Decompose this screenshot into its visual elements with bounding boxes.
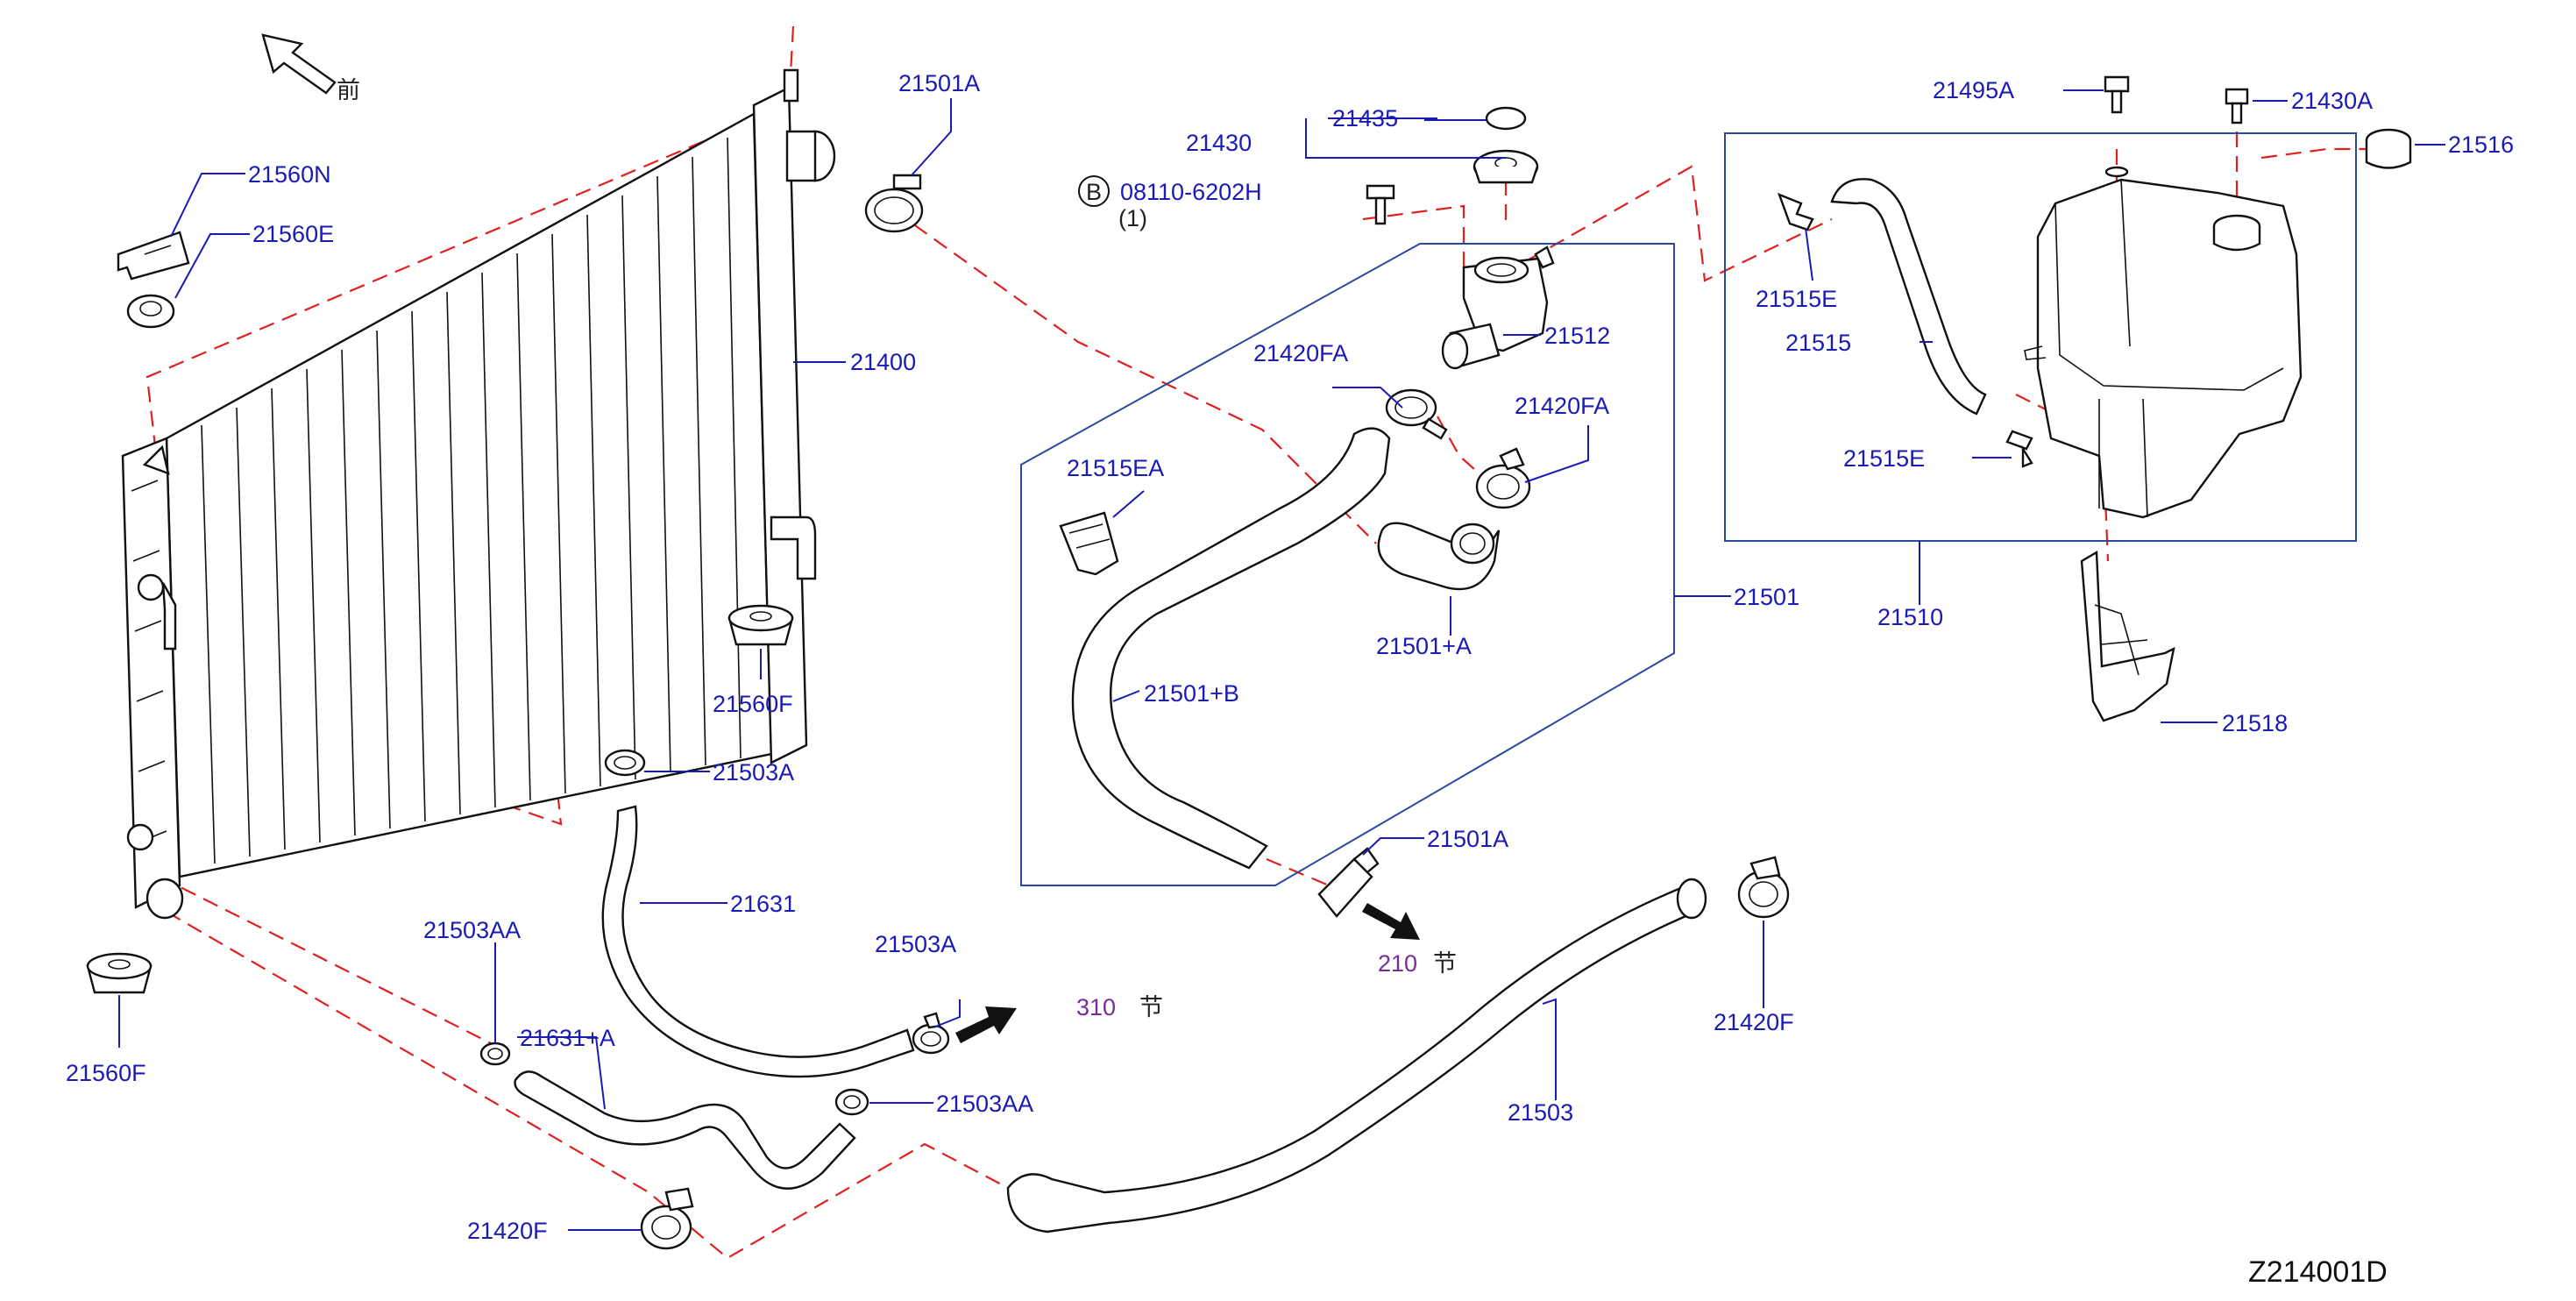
hose-21503 bbox=[1006, 878, 1707, 1233]
label-21515: 21515 bbox=[1785, 330, 1851, 356]
label-21515E-bottom: 21515E bbox=[1843, 445, 1925, 472]
hose-clip-21515E-top bbox=[1777, 192, 1814, 231]
label-21435: 21435 bbox=[1332, 105, 1398, 132]
hose-clip-21515E-bottom bbox=[2005, 430, 2033, 468]
hose-clamp-21501A-top bbox=[864, 174, 924, 233]
hose-21501pA bbox=[1377, 522, 1501, 591]
hose-clamp-21420FA-right bbox=[1475, 447, 1531, 509]
label-21518: 21518 bbox=[2222, 710, 2288, 736]
radiator-cap-seal-21435 bbox=[1485, 106, 1527, 131]
arrow-to-section-210-icon bbox=[1362, 903, 1420, 940]
label-21430: 21430 bbox=[1186, 130, 1252, 156]
water-outlet-housing-21512 bbox=[1441, 245, 1555, 370]
hose-clamp-21503A-top bbox=[604, 749, 646, 777]
hose-clamp-21420F-right bbox=[1737, 856, 1790, 919]
hose-group-box-21501 bbox=[1020, 243, 1675, 886]
hose-21501pB bbox=[1071, 427, 1391, 870]
label-21501A-top: 21501A bbox=[898, 70, 980, 96]
bolt-21430A-icon bbox=[2225, 88, 2249, 124]
label-21501A-mid: 21501A bbox=[1427, 826, 1508, 852]
section-ref-310-number: 310 bbox=[1076, 994, 1116, 1020]
label-21420F-bottom: 21420F bbox=[467, 1218, 548, 1244]
label-21430A: 21430A bbox=[2291, 88, 2373, 114]
reservoir-hose-21515 bbox=[1830, 178, 1987, 416]
label-21503: 21503 bbox=[1508, 1099, 1573, 1126]
hose-clamp-21503A-mid bbox=[912, 1012, 950, 1055]
bolt-21495A-icon bbox=[2104, 75, 2130, 114]
label-21420FA-right: 21420FA bbox=[1515, 393, 1609, 419]
radiator-cap-21430 bbox=[1473, 149, 1539, 184]
label-21515EA: 21515EA bbox=[1067, 455, 1164, 481]
label-21515E-top: 21515E bbox=[1756, 286, 1837, 312]
hose-clamp-21503AA-right bbox=[834, 1088, 869, 1116]
arrow-to-section-310-icon bbox=[955, 1006, 1017, 1043]
label-21516: 21516 bbox=[2448, 132, 2514, 158]
hose-clamp-21503AA-left bbox=[479, 1042, 511, 1066]
radiator-bracket-21560N bbox=[117, 231, 190, 281]
label-21501: 21501 bbox=[1734, 584, 1799, 610]
bolt-08110-6202H-icon bbox=[1366, 184, 1395, 225]
label-21560N: 21560N bbox=[248, 161, 331, 188]
bolt-callout: B 08110-6202H (1) bbox=[1078, 175, 1262, 231]
label-21560F-left: 21560F bbox=[66, 1060, 146, 1086]
label-21510: 21510 bbox=[1877, 604, 1943, 630]
mount-insulator-21560F-right bbox=[727, 604, 794, 646]
reservoir-cap-21516 bbox=[2365, 128, 2412, 169]
leader-lines bbox=[118, 89, 2445, 1231]
label-08110-6202H: 08110-6202H bbox=[1120, 179, 1262, 205]
label-21400: 21400 bbox=[850, 349, 916, 375]
label-21501pB: 21501+B bbox=[1144, 680, 1239, 707]
section-ref-310-char: 节 bbox=[1139, 994, 1163, 1020]
hose-clip-21515EA bbox=[1059, 511, 1119, 576]
hose-clamp-21501A-mid bbox=[1317, 847, 1380, 918]
front-direction-label: 前 bbox=[337, 77, 360, 103]
label-21631pA: 21631+A bbox=[520, 1025, 615, 1051]
label-21512: 21512 bbox=[1544, 323, 1610, 349]
section-ref-210-char: 节 bbox=[1433, 950, 1457, 977]
label-21501pA: 21501+A bbox=[1376, 633, 1472, 659]
reservoir-group-box-21510 bbox=[1724, 132, 2357, 542]
front-direction-arrow-icon bbox=[261, 33, 337, 95]
radiator-core-21400 bbox=[121, 68, 836, 920]
bolt-callout-circle-letter: B bbox=[1086, 179, 1102, 205]
hose-clamp-21420F-bottom bbox=[640, 1187, 694, 1250]
label-bolt-qty: (1) bbox=[1118, 205, 1147, 231]
diagram-code: Z214001D bbox=[2248, 1255, 2388, 1289]
reservoir-tank-21510 bbox=[2024, 166, 2303, 519]
label-21631: 21631 bbox=[730, 891, 796, 917]
label-21420F-right: 21420F bbox=[1714, 1009, 1794, 1035]
reservoir-bracket-21518 bbox=[2080, 550, 2175, 722]
hose-clamp-21420FA-left bbox=[1385, 388, 1448, 440]
label-21495A: 21495A bbox=[1933, 77, 2014, 103]
section-ref-210-number: 210 bbox=[1378, 950, 1417, 977]
label-21560E: 21560E bbox=[252, 221, 334, 247]
hose-21631pA bbox=[514, 1070, 856, 1190]
label-21503AA-left: 21503AA bbox=[423, 917, 521, 943]
label-21420FA-left: 21420FA bbox=[1253, 340, 1348, 366]
label-21503AA-right: 21503AA bbox=[936, 1091, 1033, 1117]
label-21503A-mid: 21503A bbox=[875, 931, 956, 957]
hose-21631 bbox=[601, 805, 915, 1078]
mount-insulator-21560F-left bbox=[86, 952, 153, 994]
label-21560F-right: 21560F bbox=[713, 691, 793, 717]
label-21503A-top: 21503A bbox=[713, 759, 794, 786]
mount-insulator-21560E bbox=[126, 294, 175, 329]
